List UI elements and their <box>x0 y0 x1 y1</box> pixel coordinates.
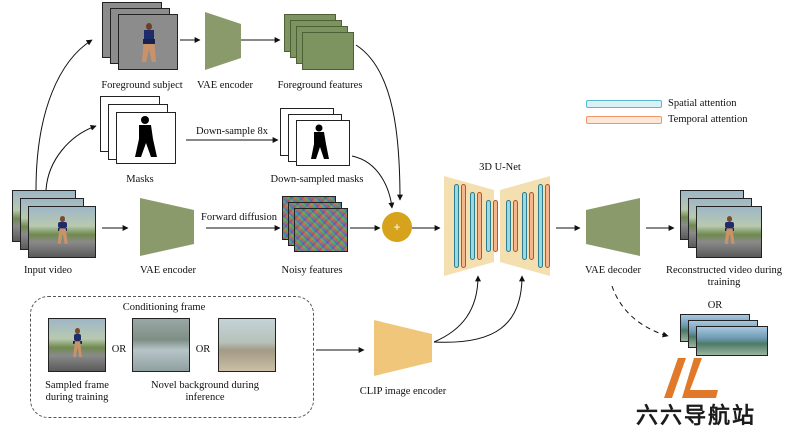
masks-label: Masks <box>126 174 154 185</box>
spatial-bar <box>454 184 459 268</box>
spatial-bar <box>506 200 511 252</box>
sampled-frame-label: Sampled frame during training <box>45 380 109 403</box>
arrow-clip-to-unet-right <box>433 275 525 343</box>
runner-figure-icon <box>141 23 157 63</box>
spatial-bar <box>538 184 543 268</box>
vae-decoder-shape <box>586 198 640 256</box>
or-label-1: OR <box>111 344 127 355</box>
arrow-dsmasks-to-plus <box>351 155 395 209</box>
sampled-frame-image <box>48 318 106 372</box>
or-label-2: OR <box>195 344 211 355</box>
input-video-label: Input video <box>23 265 73 276</box>
temporal-bar <box>493 200 498 252</box>
noisy-features-label: Noisy features <box>281 265 343 276</box>
arrow-clip-to-unet-left <box>433 275 481 343</box>
vae-decoder-label: VAE decoder <box>584 265 642 276</box>
conditioning-box <box>30 296 314 418</box>
arrow-input-to-masks <box>45 124 97 191</box>
novel-background-image-1 <box>132 318 190 372</box>
arrow-decoder-to-alt <box>611 285 669 338</box>
clip-encoder-shape <box>374 320 432 376</box>
alt-frame-front <box>696 326 768 356</box>
temporal-bar <box>529 192 534 260</box>
legend-temporal-label: Temporal attention <box>668 114 748 125</box>
recon-frame-front <box>696 206 762 258</box>
ds-mask-silhouette-icon <box>311 124 329 159</box>
vae-encoder-mid-label: VAE encoder <box>139 265 197 276</box>
legend-spatial-swatch <box>586 100 662 108</box>
or-right-label: OR <box>707 300 723 311</box>
foreground-features-label: Foreground features <box>277 80 363 91</box>
novel-background-image-2 <box>218 318 276 372</box>
spatial-bar <box>486 200 491 252</box>
input-frame-front <box>28 206 96 258</box>
novel-background-label: Novel background during inference <box>151 380 259 403</box>
mask-silhouette-icon <box>135 116 157 157</box>
runner-photo-icon <box>54 216 71 247</box>
vae-encoder-mid-shape <box>140 198 194 256</box>
arrow-input-to-foreground <box>35 39 93 191</box>
vae-encoder-top-label: VAE encoder <box>196 80 254 91</box>
spatial-bar <box>522 192 527 260</box>
clip-encoder-label: CLIP image encoder <box>359 386 447 397</box>
temporal-bar <box>461 184 466 268</box>
temporal-bar <box>545 184 550 268</box>
temporal-bar <box>477 192 482 260</box>
foreground-subject-label: Foreground subject <box>101 80 183 91</box>
watermark-text: 六六导航站 <box>636 404 757 429</box>
unet-title: 3D U-Net <box>479 162 521 173</box>
vae-encoder-top-shape <box>205 12 241 70</box>
temporal-bar <box>513 200 518 252</box>
mask-frame-front <box>116 112 176 164</box>
forward-diffusion-label: Forward diffusion <box>201 212 277 223</box>
conditioning-frame-label: Conditioning frame <box>122 302 206 313</box>
runner-photo-icon <box>70 328 85 360</box>
spatial-bar <box>470 192 475 260</box>
runner-photo-icon <box>721 216 738 247</box>
ds-mask-front <box>296 120 350 166</box>
legend-temporal-swatch <box>586 116 662 124</box>
add-operation-icon: + <box>382 212 412 242</box>
legend-spatial-label: Spatial attention <box>668 98 737 109</box>
feature-block-4 <box>302 32 354 70</box>
reconstructed-video-label: Reconstructed video during training <box>665 265 783 288</box>
foreground-frame-front <box>118 14 178 70</box>
watermark-logo <box>664 358 718 398</box>
noisy-frame-3 <box>294 208 348 252</box>
downsampled-masks-label: Down-sampled masks <box>270 174 364 185</box>
downsample-label: Down-sample 8x <box>195 126 269 137</box>
arrow-features-to-plus <box>355 44 403 201</box>
